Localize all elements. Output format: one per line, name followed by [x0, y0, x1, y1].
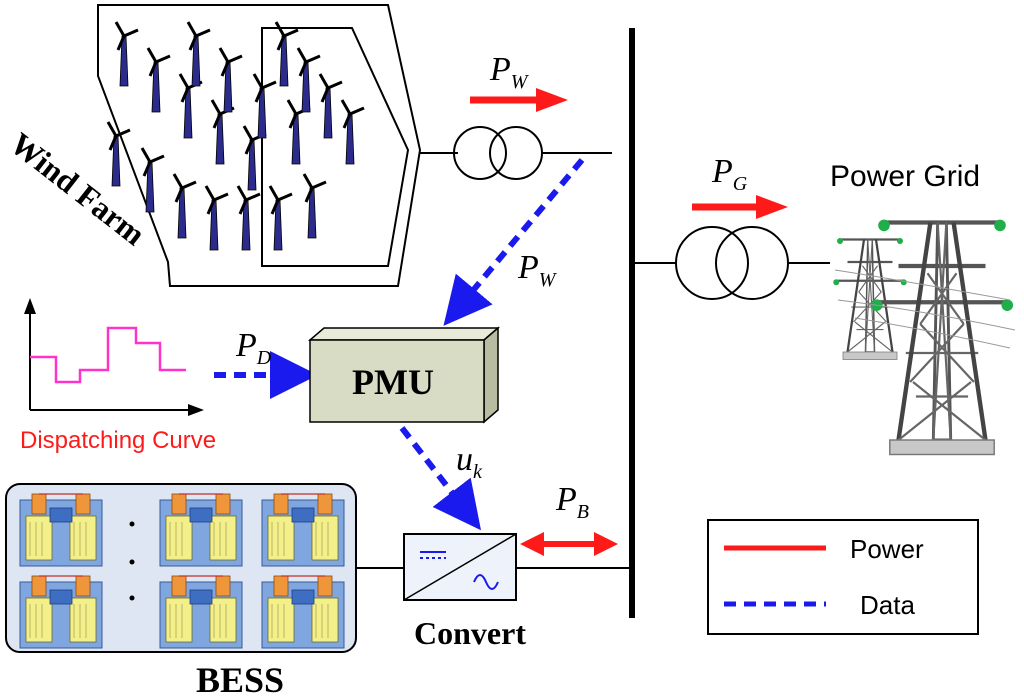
legend-power-label: Power: [850, 534, 924, 564]
p-w-power-label: PW: [489, 51, 530, 93]
grid-transformer: [675, 226, 789, 300]
battery-icon: [19, 575, 103, 649]
wind-farm-boundary: [97, 4, 422, 287]
battery-icon: [261, 493, 345, 567]
wind-turbine-row-2: [186, 20, 312, 166]
wind-transformer: [453, 126, 543, 180]
ellipsis-dots: [129, 521, 135, 601]
wind-farm: Wind Farm: [4, 4, 422, 287]
p-d-data-label: PD: [235, 327, 272, 369]
dispatching-curve-label: Dispatching Curve: [20, 427, 216, 454]
battery-icon: [19, 493, 103, 567]
pmu-box: PMU: [307, 326, 501, 424]
battery-icon: [159, 493, 243, 567]
bess-group: [5, 483, 357, 653]
power-grid-towers-icon: [832, 220, 1015, 455]
p-g-power-arrow: [692, 195, 788, 219]
p-g-power-label: PG: [711, 153, 748, 195]
converter-box: [403, 533, 517, 601]
u-k-data-label: uk: [456, 441, 483, 483]
bess-label: BESS: [196, 660, 284, 698]
legend-data-label: Data: [860, 590, 915, 620]
dispatching-curve-line: [30, 326, 186, 384]
convert-label: Convert: [414, 615, 526, 651]
p-w-data-arrow: [443, 158, 585, 326]
legend: Power Data: [707, 519, 979, 635]
p-w-power-arrow: [470, 88, 568, 112]
pmu-label: PMU: [352, 362, 434, 402]
wind-farm-inner-boundary: [261, 27, 410, 267]
power-grid-label: Power Grid: [830, 160, 980, 193]
wind-farm-label: Wind Farm: [4, 125, 153, 252]
p-b-power-arrow: [520, 532, 618, 556]
wind-turbine-row-3: [274, 20, 366, 166]
p-b-power-label: PB: [555, 481, 589, 523]
dispatching-curve-chart: [24, 298, 204, 416]
battery-icon: [261, 575, 345, 649]
p-w-data-label: PW: [517, 249, 558, 291]
legend-box: [707, 519, 979, 635]
battery-icon: [159, 575, 243, 649]
